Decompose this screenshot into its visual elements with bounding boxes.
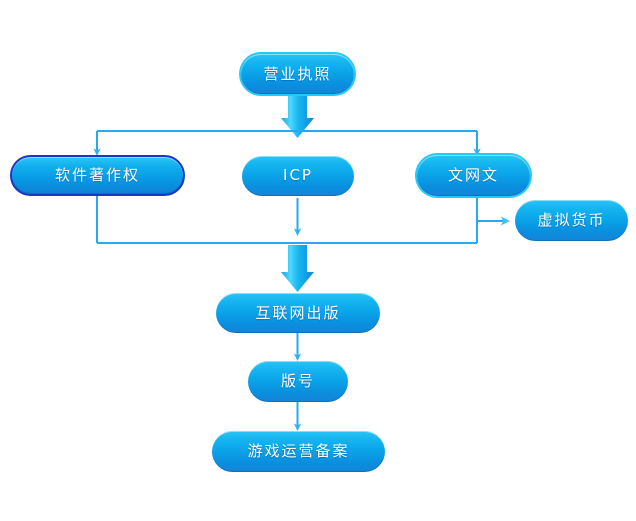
edge-bracket-to-publishing <box>281 245 314 292</box>
edge-license-to-icp <box>281 94 314 138</box>
node-label: ICP <box>283 166 313 184</box>
node-label: 游戏运营备案 <box>247 442 350 460</box>
node-label: 软件著作权 <box>54 166 140 184</box>
node-game-operation-filing[interactable]: 游戏运营备案 <box>212 431 385 472</box>
node-label: 营业执照 <box>263 64 332 83</box>
node-software-copyright[interactable]: 软件著作权 <box>10 155 185 196</box>
edge-license-bracket <box>93 130 481 157</box>
node-wenwangwen[interactable]: 文网文 <box>417 155 530 196</box>
node-label: 互联网出版 <box>255 303 341 322</box>
edge-copyright-to-publishing <box>96 196 477 244</box>
node-label: 文网文 <box>447 166 499 184</box>
node-virtual-currency[interactable]: 虚拟货币 <box>515 200 628 241</box>
node-label: 版号 <box>280 372 315 390</box>
node-icp[interactable]: ICP <box>242 156 354 196</box>
node-label: 虚拟货币 <box>537 211 606 229</box>
node-internet-publishing[interactable]: 互联网出版 <box>216 293 380 333</box>
node-business-license[interactable]: 营业执照 <box>241 54 354 94</box>
node-banhao[interactable]: 版号 <box>248 361 348 402</box>
